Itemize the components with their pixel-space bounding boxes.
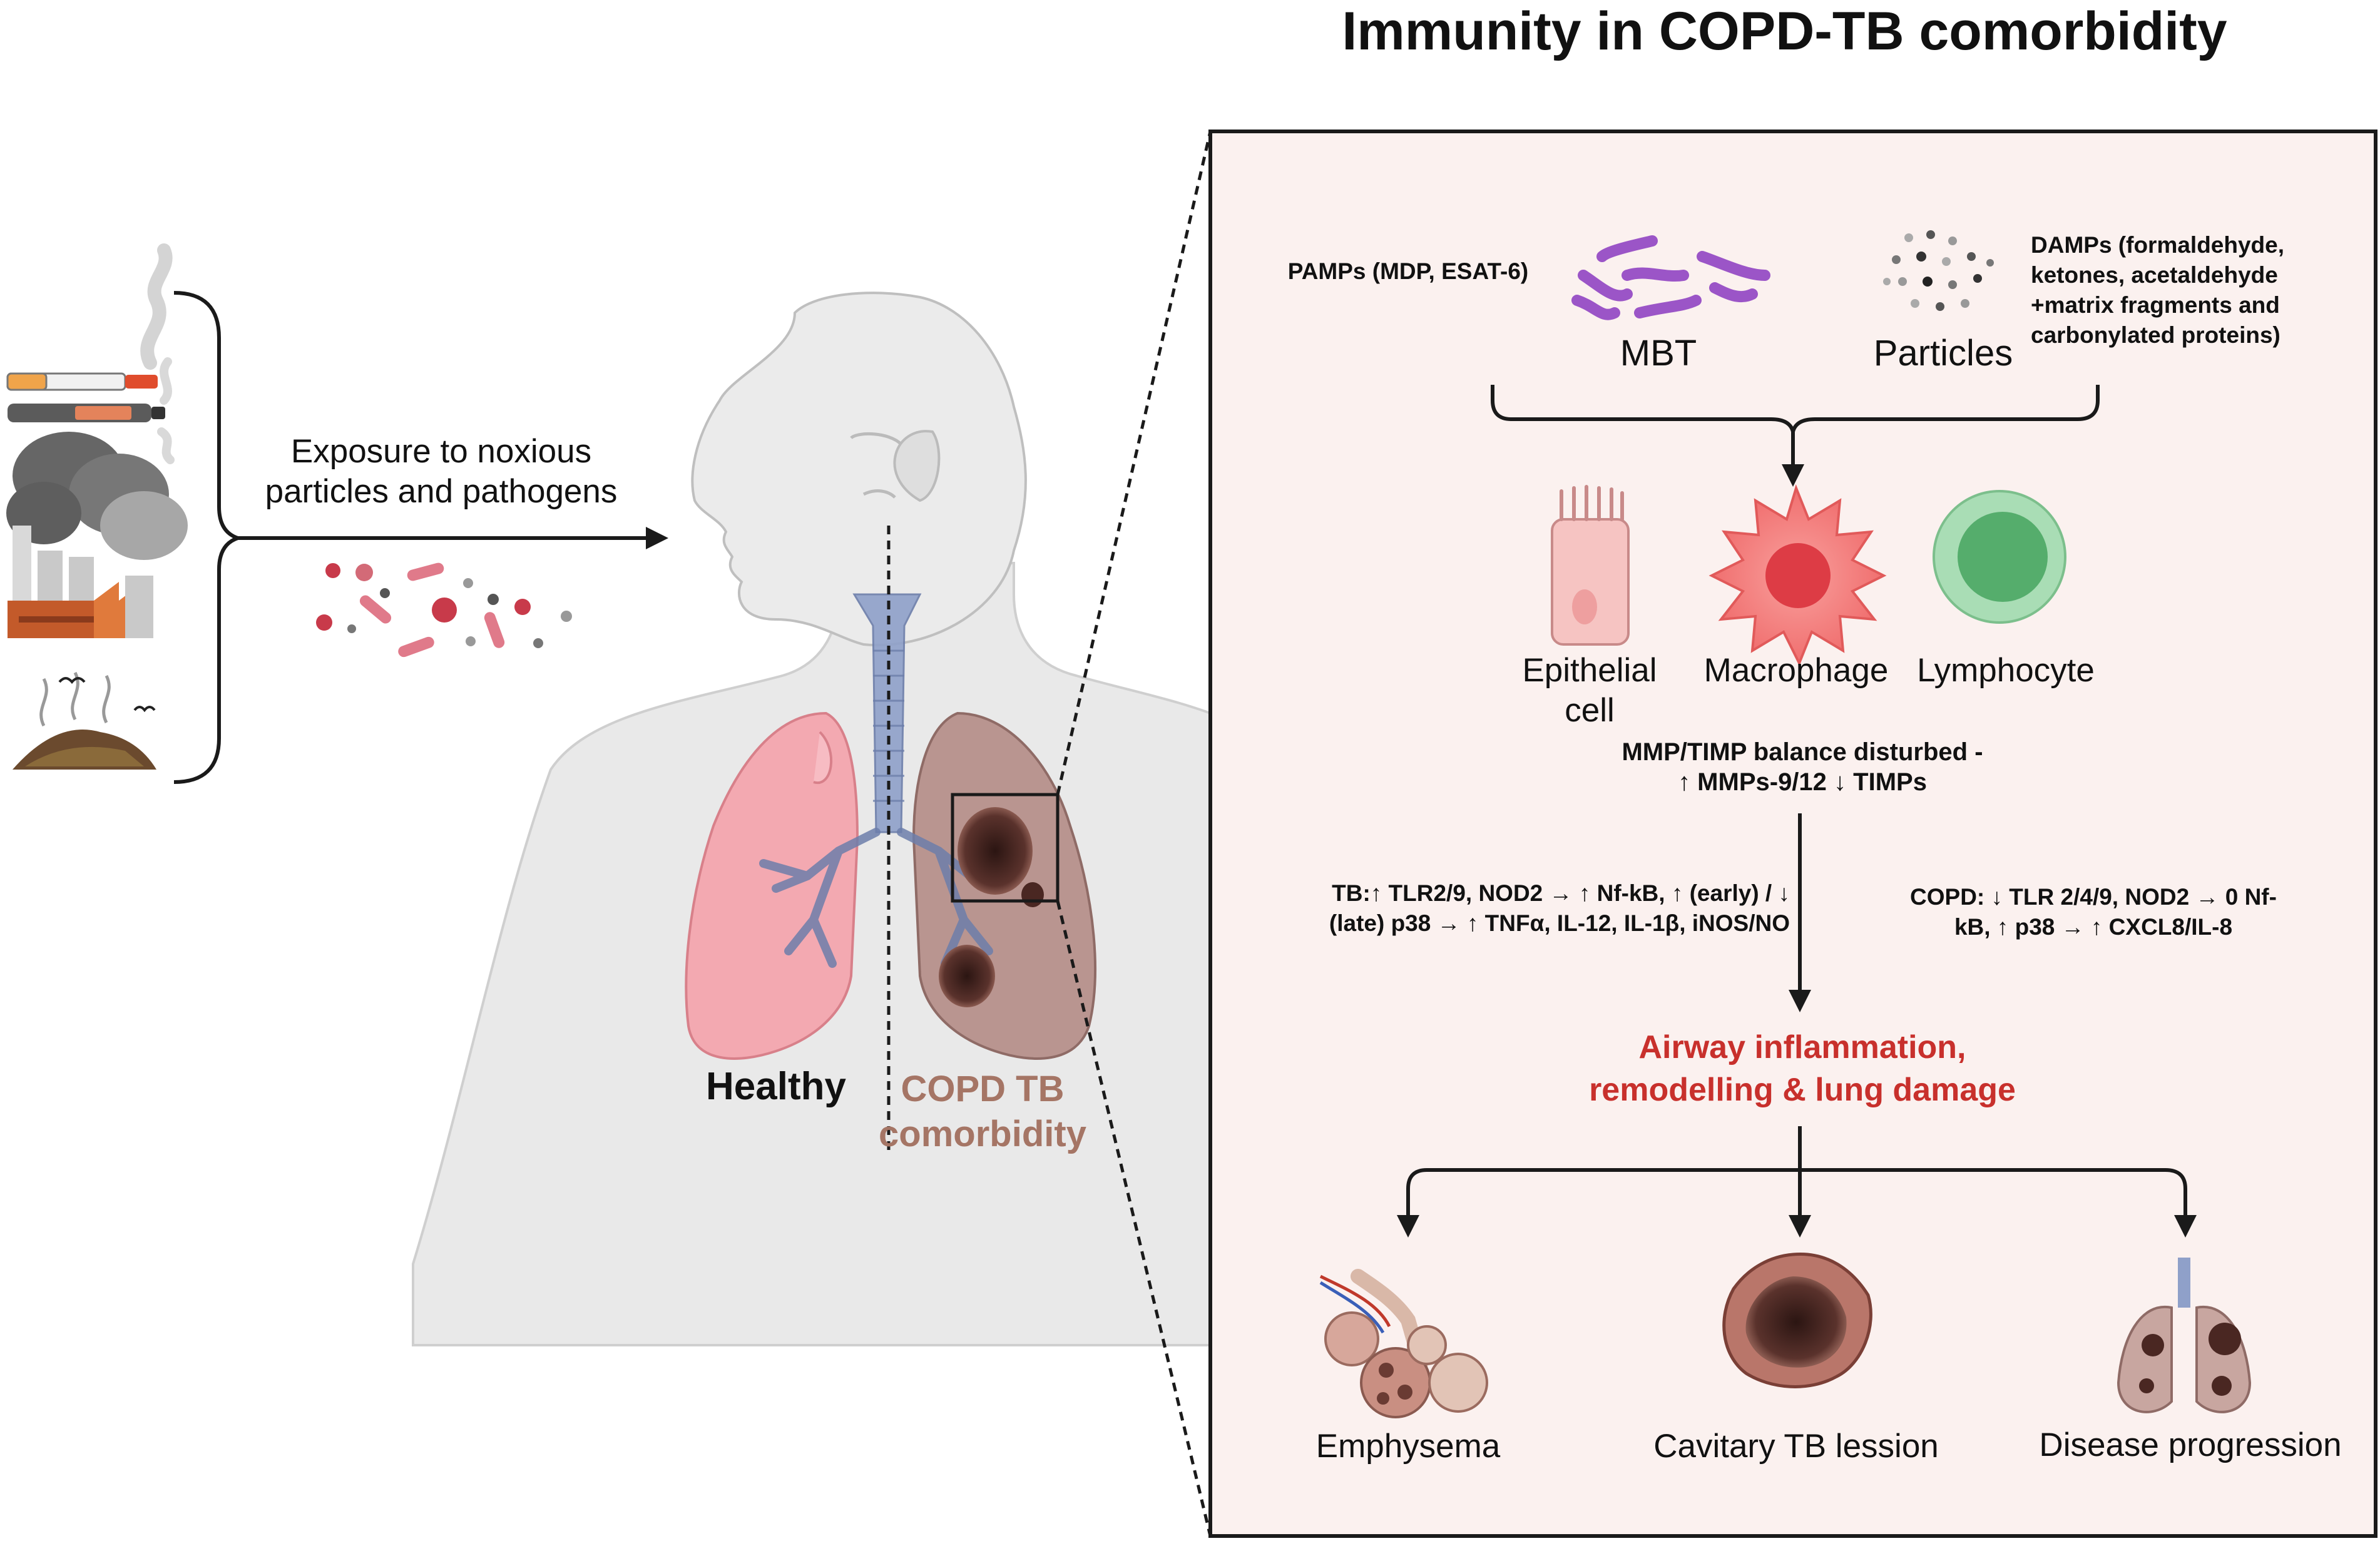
zoom-box xyxy=(951,793,1060,903)
macrophage-icon xyxy=(1708,484,1887,666)
particles-icon xyxy=(1883,230,1994,311)
exposure-sources xyxy=(6,243,188,770)
damps-label: DAMPs (formaldehyde, ketones, acetaldehy… xyxy=(2031,232,2285,348)
particle-cluster-icon xyxy=(316,562,572,658)
lymphocyte-label: Lymphocyte xyxy=(1917,652,2095,689)
cavitary-lesion-label: Cavitary TB lession xyxy=(1653,1428,1939,1465)
mbt-label: MBT xyxy=(1620,333,1697,374)
progression-lungs-icon xyxy=(2117,1258,2252,1413)
exposure-label: Exposure to noxious particles and pathog… xyxy=(265,433,618,510)
human-body xyxy=(412,292,1290,1346)
cavitary-lesion-icon xyxy=(1722,1252,1872,1388)
factory-icon xyxy=(6,432,188,638)
particles-label: Particles xyxy=(1873,333,2013,374)
cigarette-icon xyxy=(6,243,173,391)
copd-pathway-label: COPD: ↓ TLR 2/4/9, NOD2 → 0 Nf- kB, ↑ p3… xyxy=(1910,884,2277,940)
disease-progression-label: Disease progression xyxy=(2039,1427,2342,1463)
emphysema-label: Emphysema xyxy=(1315,1428,1501,1465)
tb-pathway-label: TB:↑ TLR2/9, NOD2 → ↑ Nf-kB, ↑ (early) /… xyxy=(1329,880,1790,936)
pamps-label: PAMPs (MDP, ESAT-6) xyxy=(1287,258,1529,284)
healthy-label: Healthy xyxy=(706,1065,846,1108)
emphysema-icon xyxy=(1319,1269,1488,1418)
macrophage-label: Macrophage xyxy=(1703,652,1889,689)
epithelial-cell-label: Epithelial cell xyxy=(1522,652,1657,729)
healthy-lung xyxy=(685,711,859,1060)
mbt-bacteria-icon xyxy=(1571,235,1770,320)
lymphocyte-icon xyxy=(1933,490,2066,624)
diagram-title: Immunity in COPD-TB comorbidity xyxy=(1342,1,2227,61)
waste-pile-icon xyxy=(13,671,156,770)
airway-outcome-label: Airway inflammation, remodelling & lung … xyxy=(1589,1029,2016,1108)
mmp-timp-label: MMP/TIMP balance disturbed - ↑ MMPs-9/12… xyxy=(1622,738,1983,796)
epithelial-cell-icon xyxy=(1551,485,1630,646)
e-cigarette-icon xyxy=(8,357,175,464)
copd-tb-label: COPD TB comorbidity xyxy=(879,1069,1086,1154)
